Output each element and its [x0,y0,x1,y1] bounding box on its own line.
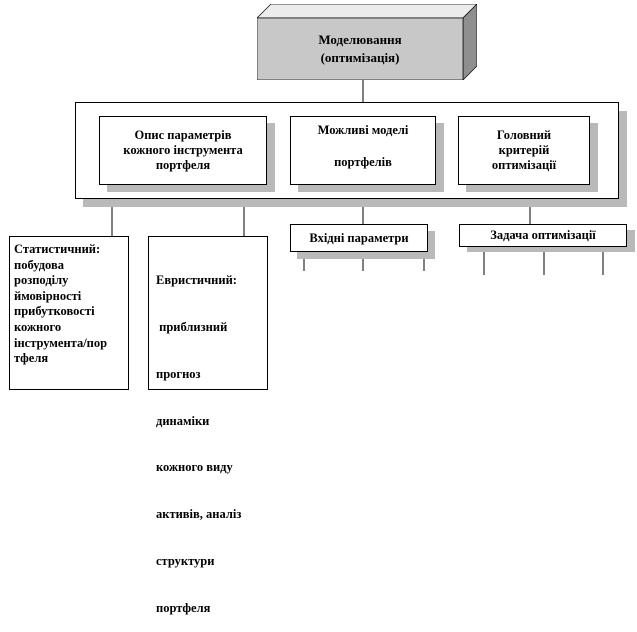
instrument-params-box: Опис параметрів кожного інструмента порт… [99,116,267,185]
statistical-line3: розподілу [14,273,69,288]
instrument-params-line2: кожного інструмента [123,143,243,157]
heuristic-box: Евристичний: приблизний прогноз динаміки… [148,236,268,615]
main-criterion-line1: Головний [496,128,552,142]
heuristic-line4: динаміки [156,413,210,428]
heuristic-line2: приблизний [156,319,228,334]
input-params-label: Вхідні параметри [309,230,409,245]
statistical-line2: побудова [14,257,64,272]
statistical-line1: Статистичний: [14,242,101,256]
statistical-box: Статистичний: побудова розподілу ймовірн… [9,236,129,390]
main-criterion-box: Головний критерій оптимізації [458,116,590,185]
main-criterion-line2: критерій [498,143,550,157]
statistical-line5: прибутковості [14,304,95,319]
top-box-line2: (оптимізація) [320,50,400,65]
statistical-line8: тфеля [14,351,49,366]
top-box: Моделювання (оптимізація) [257,4,477,80]
portfolio-models-box: Можливі моделі портфелів [290,116,436,185]
heuristic-line1: Евристичний: [156,273,237,288]
heuristic-line3: прогноз [156,366,201,381]
portfolio-models-line1: Можливі моделі [317,123,409,137]
statistical-line4: ймовірності [14,288,82,303]
heuristic-line7: структури [156,553,215,568]
optimization-task-label: Задача оптимізації [490,228,596,242]
heuristic-line5: кожного виду [156,460,233,475]
optimization-task-box: Задача оптимізації [459,224,627,247]
heuristic-line6: активів, аналіз [156,507,242,522]
instrument-params-line3: портфеля [155,158,211,172]
instrument-params-line1: Опис параметрів [134,128,232,142]
statistical-line6: кожного [14,319,62,334]
portfolio-models-line2: портфелів [334,155,392,169]
heuristic-line8: портфеля [156,600,211,615]
input-params-box: Вхідні параметри [290,224,428,252]
top-box-label: Моделювання (оптимізація) [257,18,463,80]
top-box-3d [257,4,477,80]
top-box-line1: Моделювання [318,32,402,47]
statistical-line7: інструмента/пор [14,335,108,350]
main-criterion-line3: оптимізації [491,158,557,172]
